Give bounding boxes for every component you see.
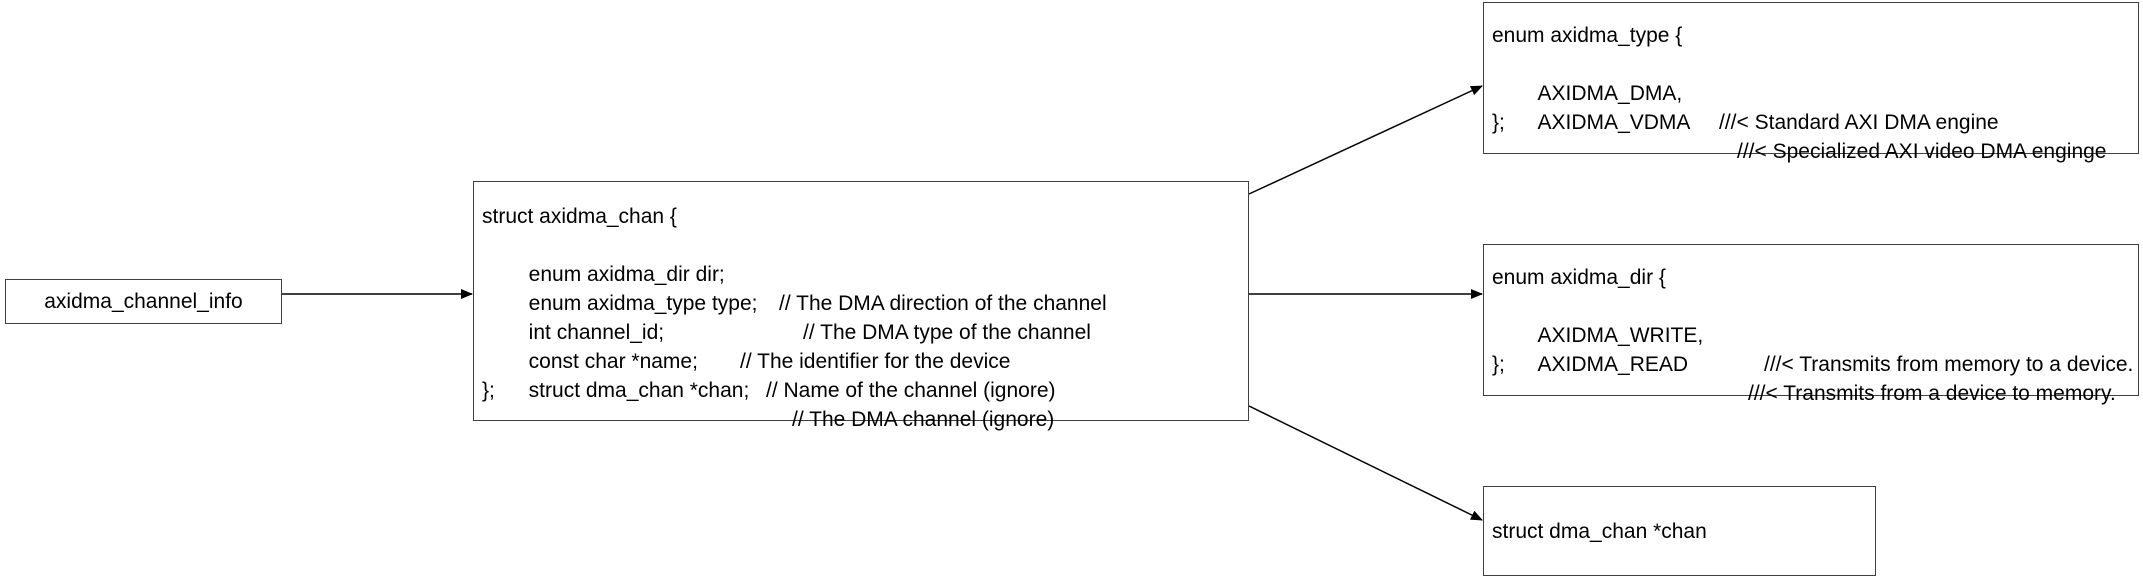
enum-entry-vdma: AXIDMA_VDMA ///< Specialized AXI video D…: [1492, 79, 2138, 163]
enum-entry-name: AXIDMA_VDMA: [1515, 111, 1691, 134]
enum-entry-name: AXIDMA_WRITE,: [1515, 324, 1704, 347]
enum-entry-read: AXIDMA_READ ///< Transmits from a device…: [1492, 321, 2138, 405]
struct-footer: };: [482, 379, 495, 402]
enum-entry-comment: ///< Specialized AXI video DMA enginge: [1737, 140, 2107, 163]
field-decl: enum axidma_type type;: [505, 292, 758, 315]
axidma-chan-struct-box: struct axidma_chan { enum axidma_dir dir…: [473, 181, 1249, 431]
field-decl: enum axidma_dir dir;: [505, 263, 725, 286]
field-decl: const char *name;: [505, 350, 698, 373]
field-decl: int channel_id;: [505, 321, 665, 344]
channel-info-label: axidma_channel_info: [44, 290, 243, 313]
dma-chan-struct-box: struct dma_chan *chan: [1483, 486, 1876, 576]
enum-header: enum axidma_type {: [1492, 24, 1683, 47]
struct-field-type: enum axidma_type type; // The DMA type o…: [482, 260, 1248, 344]
enum-footer: };: [1492, 111, 1505, 134]
struct-field-name: const char *name; // Name of the channel…: [482, 318, 1248, 402]
field-comment: // The identifier for the device: [740, 350, 1011, 373]
arrow-chan-to-type: [1248, 85, 1483, 195]
struct-field-chan: struct dma_chan *chan; // The DMA channe…: [482, 347, 1248, 431]
enum-entry-dma: AXIDMA_DMA, ///< Standard AXI DMA engine: [1492, 50, 2138, 134]
arrow-chan-to-dmachan: [1248, 405, 1483, 521]
enum-entry-name: AXIDMA_READ: [1515, 353, 1689, 376]
struct-field-channel-id: int channel_id; // The identifier for th…: [482, 289, 1248, 373]
struct-field-dir: enum axidma_dir dir; // The DMA directio…: [482, 231, 1248, 315]
enum-entry-comment: ///< Transmits from a device to memory.: [1748, 382, 2116, 405]
enum-entry-comment: ///< Transmits from memory to a device.: [1764, 353, 2134, 376]
field-decl: struct dma_chan *chan;: [505, 379, 750, 402]
channel-info-box: axidma_channel_info: [5, 279, 282, 324]
field-comment: // The DMA direction of the channel: [779, 292, 1107, 315]
field-comment: // The DMA channel (ignore): [792, 408, 1055, 431]
field-comment: // The DMA type of the channel: [803, 321, 1091, 344]
struct-header: struct axidma_chan {: [482, 205, 677, 228]
enum-footer: };: [1492, 353, 1505, 376]
enum-header: enum axidma_dir {: [1492, 266, 1666, 289]
enum-entry-comment: ///< Standard AXI DMA engine: [1719, 111, 1999, 134]
dma-chan-label: struct dma_chan *chan: [1492, 519, 1707, 543]
axidma-dir-enum-box: enum axidma_dir { AXIDMA_WRITE, ///< Tra…: [1483, 244, 2139, 405]
enum-entry-name: AXIDMA_DMA,: [1515, 82, 1683, 105]
axidma-type-enum-box: enum axidma_type { AXIDMA_DMA, ///< Stan…: [1483, 2, 2139, 163]
enum-entry-write: AXIDMA_WRITE, ///< Transmits from memory…: [1492, 292, 2138, 376]
field-comment: // Name of the channel (ignore): [766, 379, 1056, 402]
